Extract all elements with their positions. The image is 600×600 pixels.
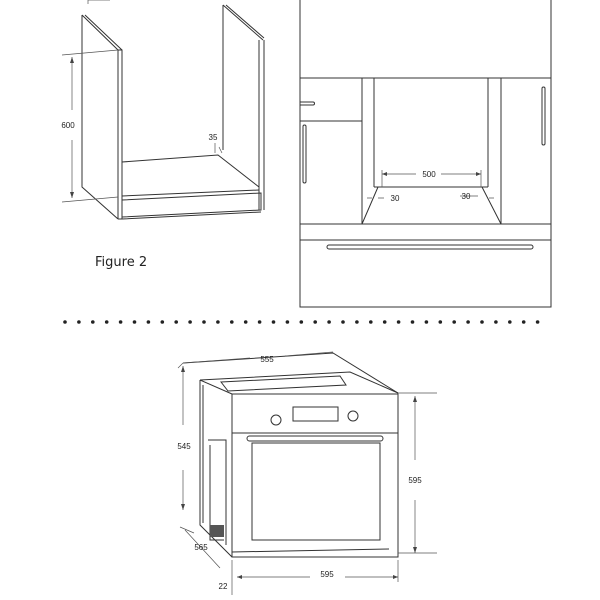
separator-dot [91,320,95,324]
separator-dot [257,320,262,324]
separator-dot [202,320,206,324]
separator-dot [521,320,526,324]
oven-depth-label: 565 [194,543,208,552]
oven-front-height-label: 595 [408,476,422,485]
separator-dot [494,320,498,324]
separator-dot [410,320,415,324]
cabinet-figure-2 [61,0,265,220]
oven-top-depth-label: 555 [260,355,274,364]
separator-dot [480,320,484,324]
separator-dot [243,320,248,324]
figure-caption: Figure 2 [95,255,147,270]
separator-dot [313,320,318,324]
separator-dot [77,320,81,324]
separator-dot [424,320,429,324]
oven-door-thickness-label: 22 [219,582,228,591]
separator-dot [327,320,331,324]
separator-dot [132,320,137,324]
separator-dot [355,320,359,324]
cabinet-gap-label: 35 [209,133,218,142]
separator-dot [341,320,345,324]
separator-dot [188,320,192,324]
separator-dot [466,320,470,324]
separator-dot [216,320,220,324]
niche-right-gap-label: 30 [462,192,471,201]
separator-dot [160,320,165,324]
separator-dot [146,320,151,324]
niche-width-label: 500 [422,170,436,179]
separator-dot [271,320,276,324]
dotted-separator [63,320,540,324]
oven-front-width-label: 595 [320,570,334,579]
separator-dot [535,320,540,324]
separator-dot [104,320,109,324]
separator-dot [174,320,178,324]
oven-side-height-label: 545 [177,442,191,451]
oven-drawing [177,351,437,595]
cabinet-height-label: 600 [61,121,75,130]
separator-dot [369,320,373,324]
separator-dot [299,320,304,324]
separator-dot [396,320,401,324]
separator-dot [230,320,234,324]
separator-dot [63,320,67,324]
separator-dot [452,320,457,324]
niche-left-gap-label: 30 [391,194,400,203]
kitchen-niche-front-view [299,0,552,308]
separator-dot [382,320,387,324]
separator-dot [438,320,443,324]
separator-dot [508,320,512,324]
separator-dot [118,320,123,324]
separator-dot [285,320,290,324]
